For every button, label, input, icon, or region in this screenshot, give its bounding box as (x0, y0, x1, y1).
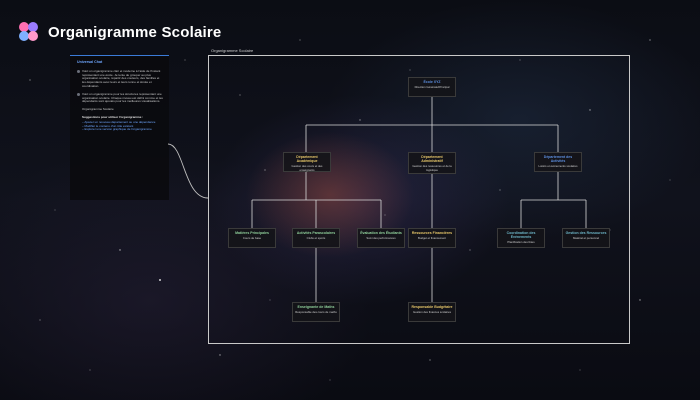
node-title: Évaluation des Étudiants (360, 231, 402, 235)
node-subtitle: Gestion des finances scolaires (413, 310, 451, 315)
node-subtitle: Budget et financement (418, 236, 446, 241)
chat-message-text: Voici un organigramme pour les structure… (82, 91, 163, 104)
node-root[interactable]: École XYZ Direction Générale/Principal (408, 77, 456, 97)
suggestion-link[interactable]: Modifier le contenu d'un rôle existant (82, 124, 164, 129)
node-title: Département des Activités (543, 155, 573, 164)
node-title: Activités Parascolaires (296, 231, 336, 235)
app-logo-icon (18, 21, 40, 43)
suggestion-link[interactable]: Explorer une version graphique de l'orga… (82, 128, 164, 132)
app-header: Organigramme Scolaire (18, 20, 221, 44)
chat-avatar-icon (77, 70, 80, 74)
node-title: Coordination des Événements (506, 231, 536, 240)
node-title: Responsable Budgétaire (411, 305, 453, 309)
node-subtitle: Gestion des cours et des enseignants (291, 164, 323, 172)
node-title: Ressources Financières (411, 231, 453, 235)
chat-avatar-icon (77, 93, 80, 97)
node-admin[interactable]: Département Administratif Gestion des re… (408, 152, 456, 174)
node-subtitle: Gestion des ressources et de la logistiq… (412, 164, 452, 172)
node-subtitle: Suivi des performances (366, 236, 396, 241)
chat-message: Voici un organigramme pour les structure… (75, 91, 164, 104)
node-finance[interactable]: Ressources Financières Budget et finance… (408, 228, 456, 248)
diagram-label: Organigramme Scolaire (211, 48, 254, 53)
node-subtitle: Loisirs et événements scolaires (538, 164, 578, 169)
node-title: Département Académique (296, 155, 318, 164)
page-title: Organigramme Scolaire (48, 23, 222, 41)
chat-panel[interactable]: Universal Chat Voici un organigramme cla… (70, 55, 169, 200)
node-subtitle: Clubs et sports (306, 236, 326, 241)
node-subtitle: Responsable des cours de maths (295, 310, 337, 315)
suggestions-title: Suggestions pour utiliser l'organigramme… (82, 114, 144, 119)
node-title: Enseignante de Maths (297, 305, 335, 309)
node-extracurricular[interactable]: Activités Parascolaires Clubs et sports (292, 228, 340, 248)
suggestion-link[interactable]: Ajouter un nouveau département ou une dé… (82, 120, 164, 125)
chat-message-text: Organigramme Scolaire (82, 107, 114, 112)
node-events[interactable]: Coordination des Événements Planificatio… (497, 228, 545, 248)
node-subtitle: Planification des fêtes (507, 240, 535, 245)
node-academic[interactable]: Département Académique Gestion des cours… (283, 152, 331, 172)
node-title: Département Administratif (421, 155, 443, 164)
chat-message: Organigramme Scolaire (75, 107, 164, 112)
node-title: École XYZ (423, 80, 441, 84)
node-evaluation[interactable]: Évaluation des Étudiants Suivi des perfo… (357, 228, 405, 248)
node-activities[interactable]: Département des Activités Loisirs et évé… (534, 152, 582, 172)
node-math-teacher[interactable]: Enseignante de Maths Responsable des cou… (292, 302, 340, 322)
connector-curve (168, 143, 209, 199)
node-subtitle: Matériel et personnel (572, 236, 600, 241)
node-subjects[interactable]: Matières Principales Cours de base (228, 228, 276, 248)
chat-message: Voici un organigramme clair et moderne à… (75, 68, 164, 89)
node-subtitle: Cours de base (242, 236, 262, 241)
suggestions-list: Ajouter un nouveau département ou une dé… (82, 120, 164, 132)
node-resources[interactable]: Gestion des Ressources Matériel et perso… (562, 228, 610, 248)
node-title: Gestion des Ressources (565, 231, 607, 235)
chat-panel-title: Universal Chat (77, 60, 103, 64)
diagram-frame[interactable] (208, 55, 630, 344)
node-subtitle: Direction Générale/Principal (414, 85, 450, 90)
node-budget-manager[interactable]: Responsable Budgétaire Gestion des finan… (408, 302, 456, 322)
chat-message-text: Voici un organigramme clair et moderne à… (82, 68, 161, 88)
node-title: Matières Principales (235, 231, 269, 235)
